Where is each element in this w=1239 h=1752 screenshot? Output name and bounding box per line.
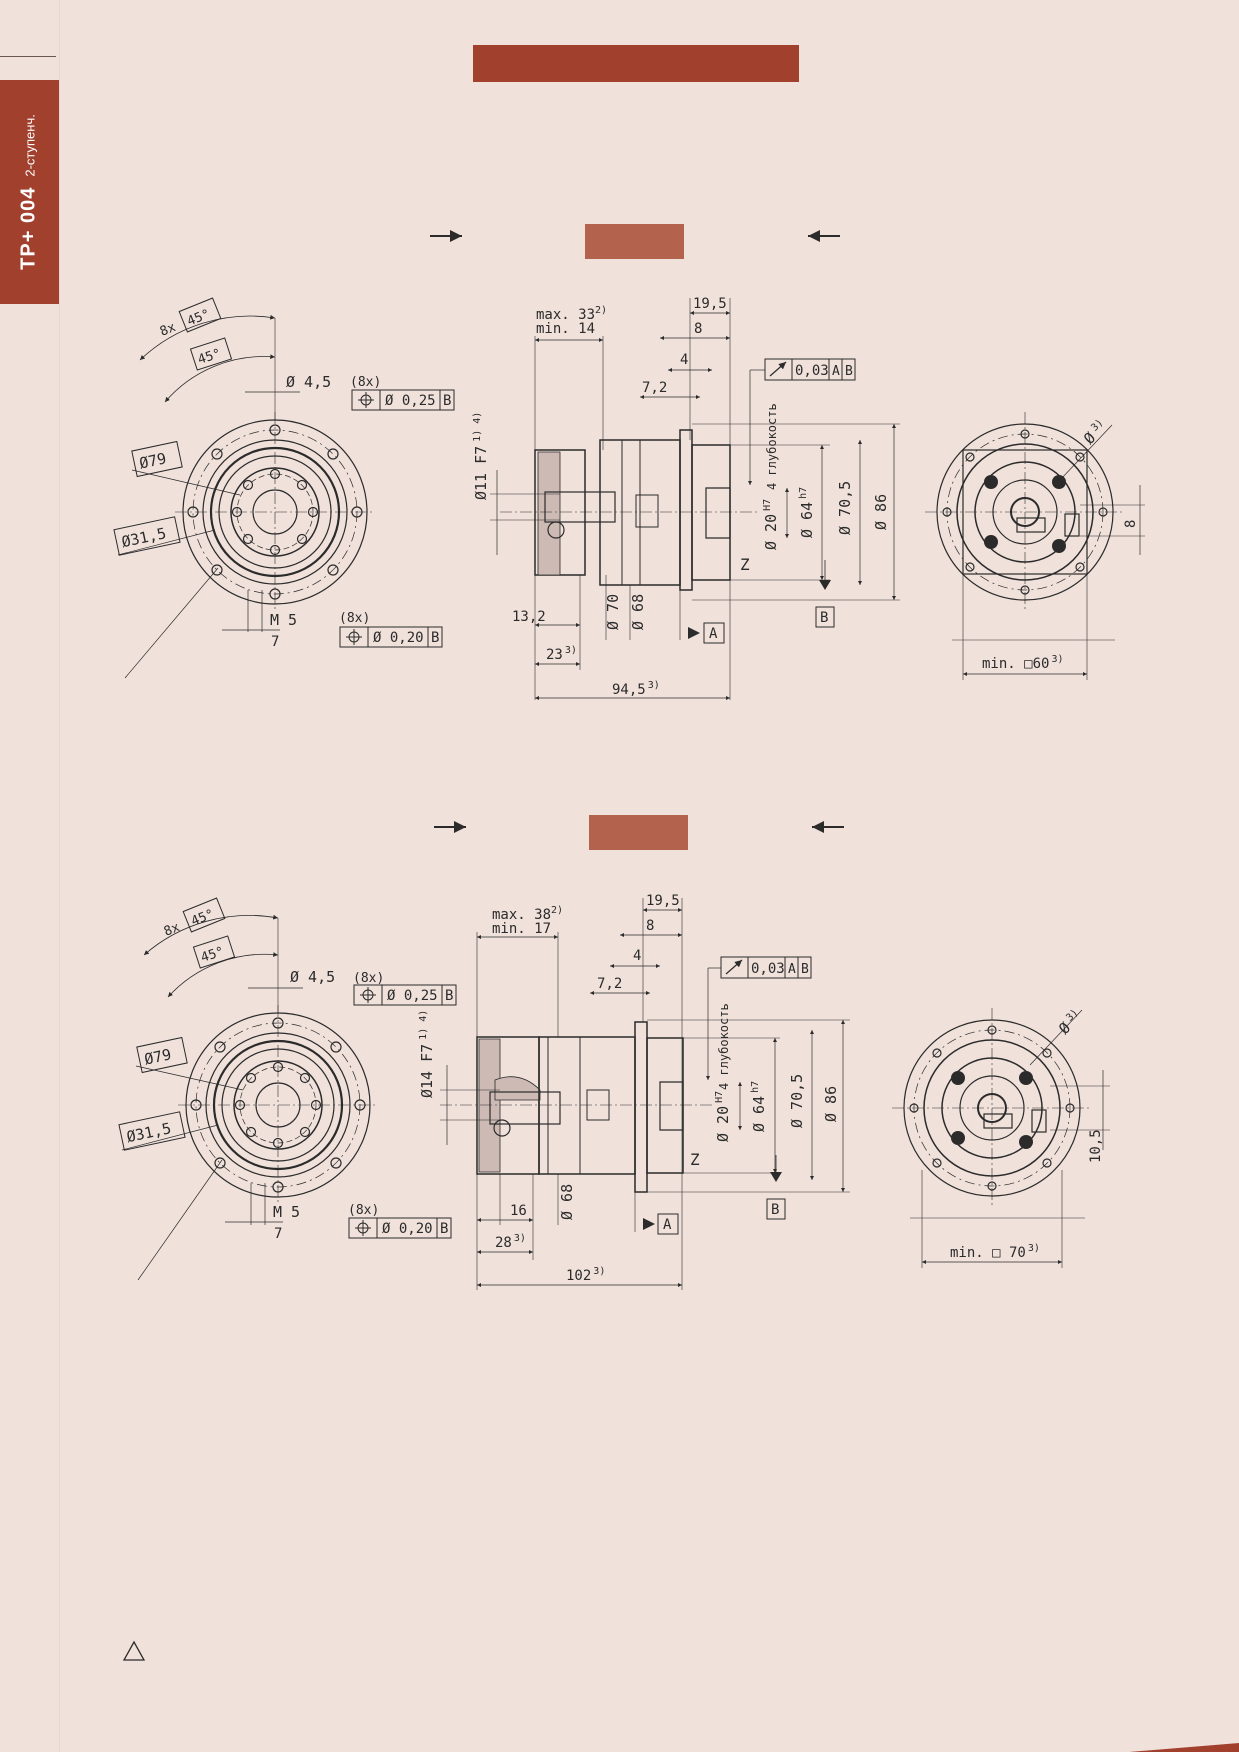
- datum-b-label: B: [771, 1202, 779, 1218]
- hole-diameter: Ø 4,5: [290, 968, 335, 986]
- dim-16: 16: [510, 1203, 527, 1219]
- depth-note: 4 глубокость: [717, 1003, 731, 1090]
- dia-86: Ø 86: [822, 1086, 840, 1122]
- runout-datum-b: B: [845, 364, 853, 379]
- max-length: max. 382): [492, 905, 563, 923]
- drawing-1: 8x 45° 45° Ø 4,5 (8x) Ø 0,25 B Ø79: [113, 296, 1145, 701]
- dia-20: Ø 20H7: [714, 1091, 732, 1142]
- thread-label: M 5: [273, 1203, 300, 1221]
- dia-70: Ø 70: [604, 594, 622, 630]
- shaft-diameter: Ø14 F71) 4): [418, 1010, 436, 1098]
- thread-depth: 7: [274, 1226, 282, 1242]
- drawing-2: 8x 45° 45° Ø 4,5 (8x) Ø 0,25 B Ø79: [118, 893, 1110, 1290]
- dia-70-5: Ø 70,5: [788, 1074, 806, 1128]
- dia-70-5: Ø 70,5: [836, 481, 854, 535]
- hole-datum: B: [443, 393, 451, 409]
- section-bar-1: [585, 224, 684, 259]
- dim-19-5: 19,5: [693, 296, 727, 312]
- rear-diameter: Ø3): [1080, 417, 1110, 447]
- thread-datum: B: [440, 1221, 448, 1237]
- warning-triangle-icon: [122, 1640, 146, 1661]
- angle-b: 45°: [199, 944, 226, 966]
- hole-tolerance: Ø 0,25: [385, 393, 436, 409]
- bore-label: Ø31,5: [120, 524, 168, 551]
- angle-count: 8x: [162, 920, 182, 940]
- dia-20: Ø 20H7: [762, 499, 780, 550]
- hole-count: (8x): [350, 375, 381, 390]
- runout-tolerance: 0,03: [751, 961, 785, 977]
- min-length: min. 17: [492, 921, 551, 937]
- datum-b-label: B: [820, 610, 828, 626]
- datum-a-label: A: [663, 1217, 672, 1233]
- dia-68: Ø 68: [558, 1184, 576, 1220]
- datum-a-label: A: [709, 626, 718, 642]
- dim-8: 8: [646, 918, 654, 934]
- thread-tolerance: Ø 0,20: [382, 1221, 433, 1237]
- hole-tolerance: Ø 0,25: [387, 988, 438, 1004]
- runout-datum-a: A: [788, 962, 796, 977]
- thread-count: (8x): [339, 611, 370, 626]
- max-length: max. 332): [536, 305, 607, 323]
- pcd-label: Ø79: [138, 449, 168, 472]
- dim-4: 4: [633, 948, 641, 964]
- dim-4: 4: [680, 352, 688, 368]
- front-view-1: 8x 45° 45° Ø 4,5 (8x) Ø 0,25 B Ø79: [113, 297, 455, 679]
- dia-68: Ø 68: [629, 594, 647, 630]
- key-width: 8: [1123, 520, 1139, 528]
- runout-icon: [725, 959, 743, 975]
- thread-label: M 5: [270, 611, 297, 629]
- corner-accent: [1129, 1743, 1239, 1752]
- angle-count: 8x: [158, 320, 178, 340]
- key-width: 10,5: [1088, 1129, 1104, 1163]
- runout-datum-b: B: [801, 962, 809, 977]
- hole-datum: B: [445, 988, 453, 1004]
- hole-count: (8x): [353, 971, 384, 986]
- min-length: min. 14: [536, 321, 595, 337]
- thread-datum: B: [431, 630, 439, 646]
- thread-tolerance: Ø 0,20: [373, 630, 424, 646]
- margin-rule: [0, 56, 56, 57]
- pcd-label: Ø79: [143, 1045, 173, 1068]
- depth-note: 4 глубокость: [765, 403, 779, 490]
- z-label: Z: [740, 555, 750, 574]
- hole-diameter: Ø 4,5: [286, 373, 331, 391]
- dia-64: Ø 64h7: [798, 487, 816, 538]
- shaft-diameter: Ø11 F71) 4): [472, 412, 490, 500]
- runout-datum-a: A: [832, 364, 840, 379]
- bore-label: Ø31,5: [125, 1119, 173, 1146]
- side-view-2: max. 382) min. 17 19,5 8 4 7,2 0,03 A: [418, 893, 850, 1290]
- dia-86: Ø 86: [872, 494, 890, 530]
- side-tab: [0, 80, 59, 304]
- page-edge: [59, 0, 60, 1752]
- dim-7-2: 7,2: [597, 976, 622, 992]
- dia-64: Ø 64h7: [750, 1081, 768, 1132]
- angle-b: 45°: [196, 346, 223, 368]
- dim-19-5: 19,5: [646, 893, 680, 909]
- side-view-1: max. 332) min. 14 19,5 8 4 7,2 0,03 A: [472, 296, 900, 701]
- thread-depth: 7: [271, 634, 279, 650]
- runout-icon: [769, 361, 787, 377]
- angle-a: 45°: [189, 907, 216, 930]
- section-bar-2: [589, 815, 688, 850]
- title-bar: [473, 45, 799, 82]
- dim-13-2: 13,2: [512, 609, 546, 625]
- z-label: Z: [690, 1150, 700, 1169]
- dim-8: 8: [694, 321, 702, 337]
- runout-tolerance: 0,03: [795, 363, 829, 379]
- dim-7-2: 7,2: [642, 380, 667, 396]
- front-view-2: 8x 45° 45° Ø 4,5 (8x) Ø 0,25 B Ø79: [118, 897, 457, 1281]
- angle-a: 45°: [185, 307, 212, 330]
- thread-count: (8x): [348, 1203, 379, 1218]
